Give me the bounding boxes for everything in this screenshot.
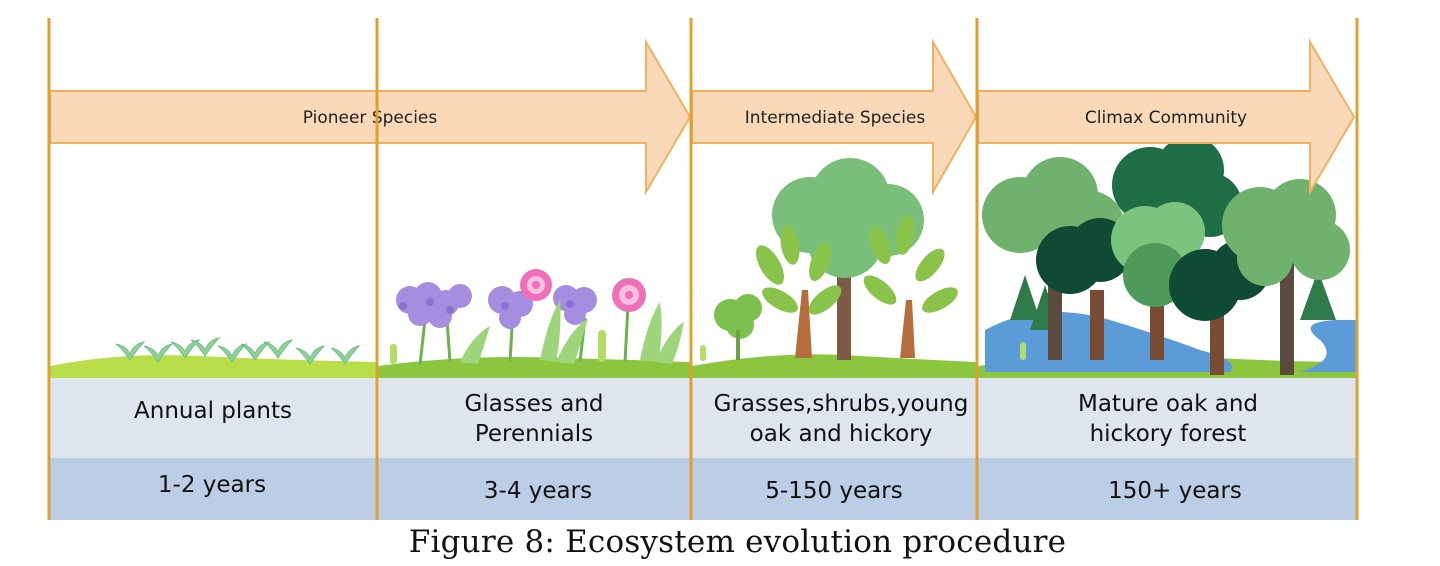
arrow-climax: Climax Community (977, 38, 1356, 196)
arrow-pioneer: Pioneer Species (49, 38, 692, 196)
stage-4-name-line-2: hickory forest (1090, 421, 1247, 447)
annual-plants-illustration (50, 337, 376, 378)
stage-2-name-line-2: Perennials (475, 421, 593, 447)
stage-3-name-line-1: Grasses,shrubs,young (714, 391, 969, 417)
figure-caption: Figure 8: Ecosystem evolution procedure (408, 524, 1067, 560)
stage-3-duration: 5-150 years (765, 478, 902, 504)
stage-1-duration: 1-2 years (158, 472, 266, 498)
stage-3-name-line-2: oak and hickory (750, 421, 933, 447)
stage-4-name-line-1: Mature oak and (1078, 391, 1258, 417)
arrow-intermediate: Intermediate Species (691, 38, 978, 196)
mature-forest-illustration (978, 136, 1356, 378)
arrow-climax-label: Climax Community (1085, 108, 1247, 128)
stage-4-duration: 150+ years (1108, 478, 1242, 504)
stage-2-duration: 3-4 years (484, 478, 592, 504)
arrow-pioneer-label: Pioneer Species (303, 108, 438, 128)
perennials-illustration (378, 269, 690, 378)
stage-2-name-line-1: Glasses and (465, 391, 604, 417)
column-dividers (47, 18, 1359, 520)
young-forest-illustration (692, 158, 976, 378)
stage-name-row (48, 378, 1358, 458)
stage-1-name: Annual plants (134, 398, 292, 424)
duration-row (48, 458, 1358, 520)
arrow-intermediate-label: Intermediate Species (745, 108, 926, 128)
